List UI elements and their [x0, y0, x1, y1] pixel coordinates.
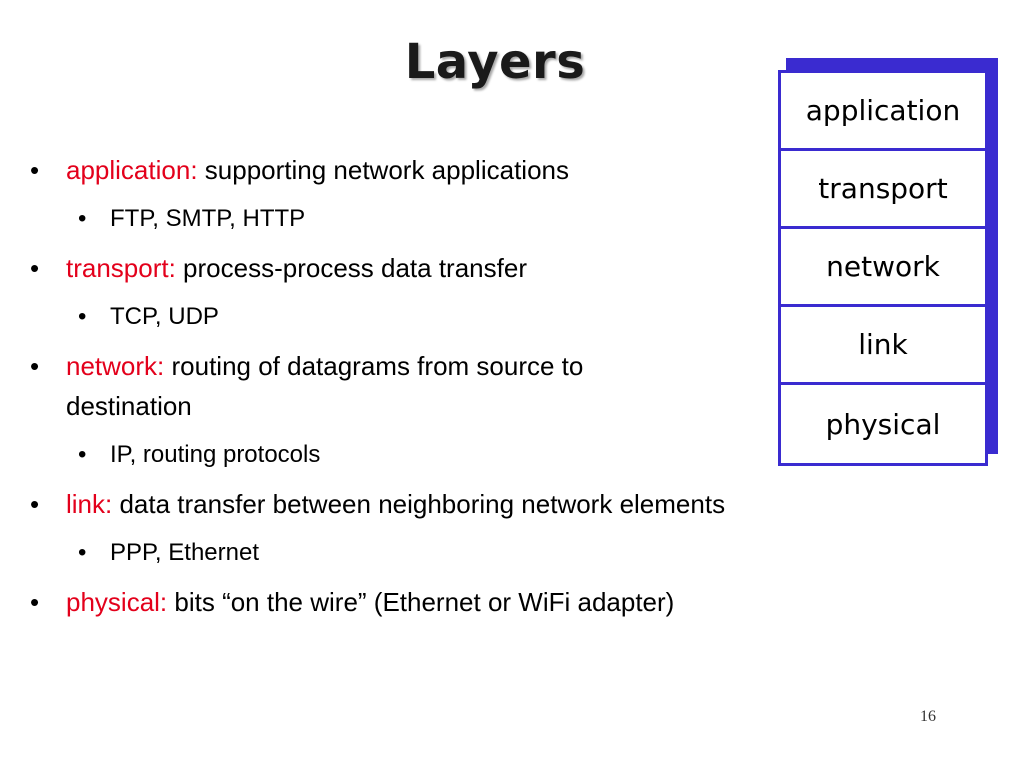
sub-bullet-text: PPP, Ethernet: [110, 539, 259, 566]
bullet-text: bits “on the wire” (Ethernet or WiFi ada…: [167, 587, 675, 617]
bullet-dot-icon: •: [30, 253, 40, 283]
bullet-dot-icon: •: [30, 351, 40, 381]
layer-application: application: [781, 73, 985, 151]
layer-transport: transport: [781, 151, 985, 229]
page-number: 16: [920, 708, 936, 725]
layer-link: link: [781, 307, 985, 385]
sub-bullet-text: TCP, UDP: [110, 303, 219, 330]
sub-bullet-link: • PPP, Ethernet: [28, 534, 928, 572]
bullet-key: link:: [66, 489, 113, 519]
bullet-text: data transfer between neighboring networ…: [112, 489, 726, 519]
bullet-network: • network: routing of datagrams from sou…: [28, 346, 928, 426]
bullet-text: routing of datagrams from source to dest…: [66, 351, 584, 421]
bullet-dot-icon: •: [78, 441, 87, 468]
bullet-application: • application: supporting network applic…: [28, 150, 928, 190]
sub-bullet-text: IP, routing protocols: [110, 441, 321, 468]
bullet-physical: • physical: bits “on the wire” (Ethernet…: [28, 582, 928, 622]
bullet-key: network:: [66, 351, 165, 381]
bullet-dot-icon: •: [78, 539, 87, 566]
layer-stack: application transport network link physi…: [778, 70, 988, 466]
bullet-key: transport:: [66, 253, 176, 283]
slide-title: Layers: [404, 34, 586, 90]
layer-stack-diagram: application transport network link physi…: [778, 58, 998, 470]
bullet-text: supporting network applications: [197, 155, 569, 185]
bullet-dot-icon: •: [30, 155, 40, 185]
bullet-transport: • transport: process-process data transf…: [28, 248, 928, 288]
sub-bullet-network: • IP, routing protocols: [28, 436, 928, 474]
bullet-key: physical:: [66, 587, 168, 617]
bullet-text: process-process data transfer: [175, 253, 527, 283]
bullet-dot-icon: •: [78, 205, 87, 232]
bullet-dot-icon: •: [30, 489, 40, 519]
bullet-dot-icon: •: [78, 303, 87, 330]
sub-bullet-application: • FTP, SMTP, HTTP: [28, 200, 928, 238]
bullet-key: application:: [66, 155, 198, 185]
sub-bullet-text: FTP, SMTP, HTTP: [110, 205, 306, 232]
layer-physical: physical: [825, 407, 941, 441]
bullet-dot-icon: •: [30, 587, 40, 617]
bullet-link: • link: data transfer between neighborin…: [28, 484, 928, 524]
layer-network: network: [781, 229, 985, 307]
bullet-list: • application: supporting network applic…: [28, 150, 928, 622]
sub-bullet-transport: • TCP, UDP: [28, 298, 928, 336]
